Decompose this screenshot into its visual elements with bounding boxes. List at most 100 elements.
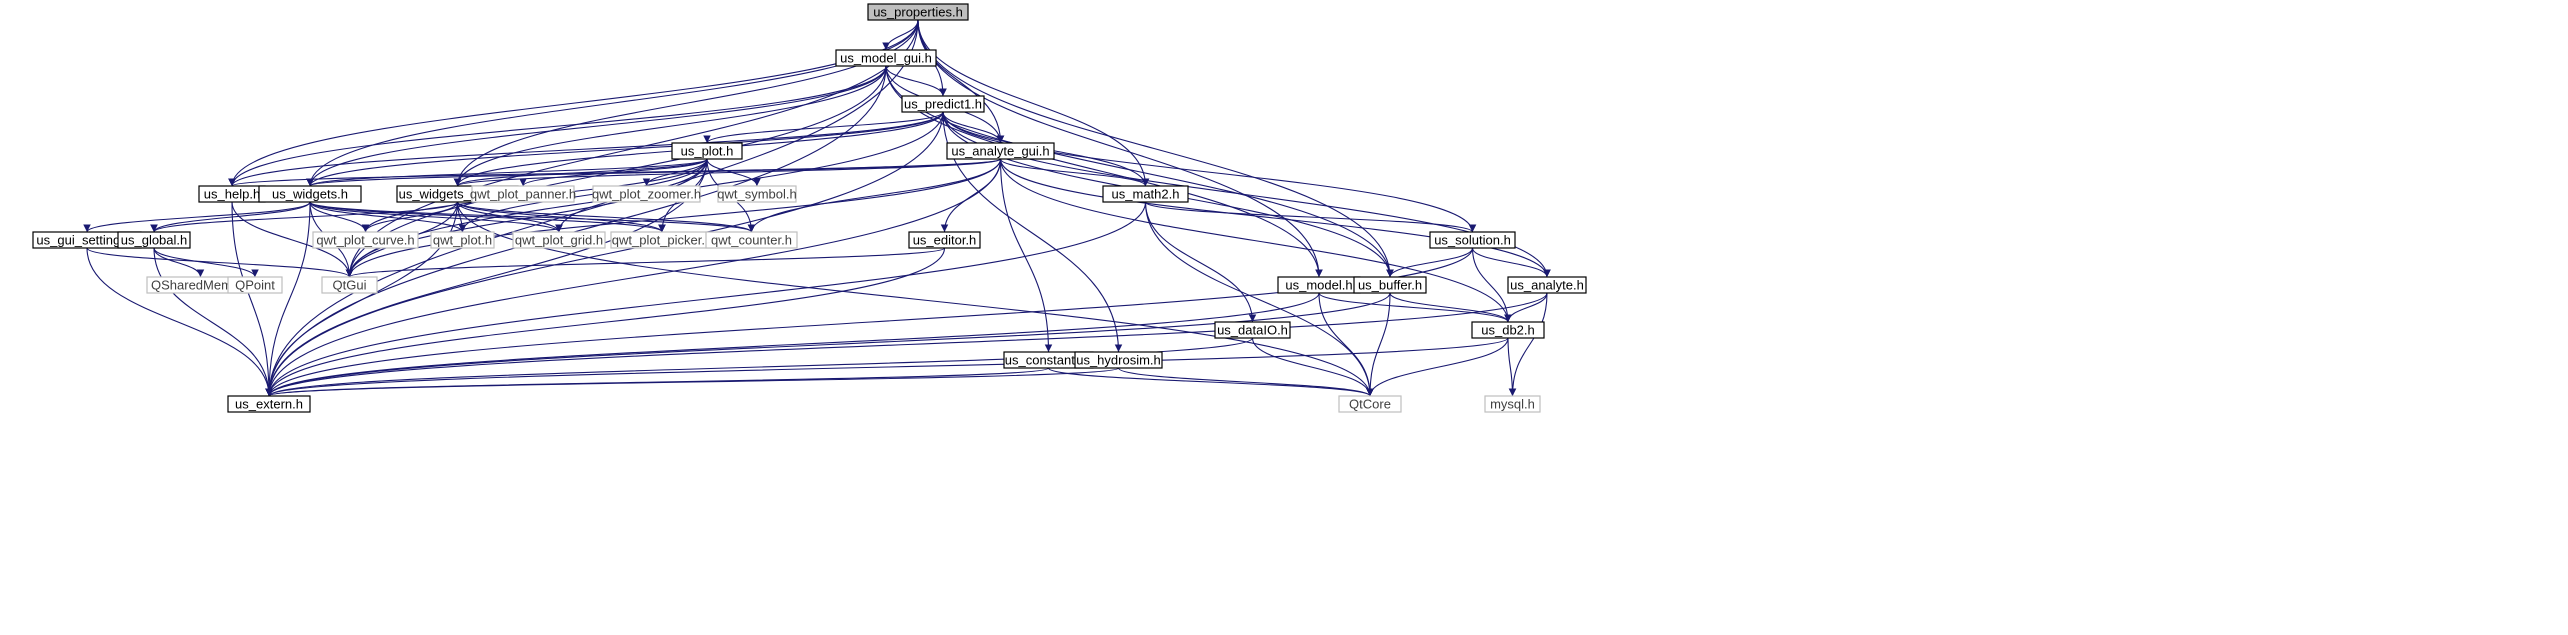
node-us_analyte[interactable]: us_analyte.h xyxy=(1507,276,1587,294)
node-label-mysql: mysql.h xyxy=(1490,397,1535,412)
node-label-us_editor: us_editor.h xyxy=(913,233,977,248)
node-qwt_plot_picker: qwt_plot_picker.h xyxy=(610,231,714,249)
edge-us_hydrosim-to-us_extern xyxy=(265,367,1120,397)
node-label-qtgui: QtGui xyxy=(333,278,367,293)
node-box-us_predict1 xyxy=(901,95,985,113)
node-box-us_properties xyxy=(867,3,969,21)
node-label-us_plot: us_plot.h xyxy=(681,144,734,159)
edge-us_model_gui-to-us_widgets_dialog xyxy=(453,65,887,187)
node-us_widgets[interactable]: us_widgets.h xyxy=(258,185,362,203)
edge-us_db2-to-us_extern xyxy=(265,337,1509,397)
node-box-qwt_plot_grid xyxy=(512,231,606,249)
edge-us_plot-to-us_widgets xyxy=(306,158,708,187)
node-label-us_math2: us_math2.h xyxy=(1112,187,1180,202)
edge-us_model-to-us_db2 xyxy=(1318,292,1512,323)
edge-us_analyte_gui-to-us_widgets xyxy=(306,158,1002,187)
node-qwt_symbol: qwt_symbol.h xyxy=(717,185,797,203)
node-us_buffer[interactable]: us_buffer.h xyxy=(1353,276,1427,294)
node-label-qwt_symbol: qwt_symbol.h xyxy=(717,187,796,202)
node-label-us_hydrosim: us_hydrosim.h xyxy=(1076,353,1161,368)
node-label-us_solution: us_solution.h xyxy=(1434,233,1511,248)
edge-us_solution-to-us_analyte xyxy=(1471,247,1551,278)
edge-us_analyte_gui-to-us_widgets_dialog xyxy=(453,158,1002,187)
node-qtcore: QtCore xyxy=(1338,395,1402,413)
edge-us_widgets_dialog-to-qwt_plot_curve xyxy=(361,201,459,233)
edge-us_widgets-to-qwt_plot_grid xyxy=(309,201,563,233)
edge-us_properties-to-us_widgets xyxy=(306,19,919,187)
edge-layer xyxy=(83,19,1551,397)
edge-us_buffer-to-us_db2 xyxy=(1389,292,1512,323)
node-us_help[interactable]: us_help.h xyxy=(198,185,266,203)
edge-us_analyte_gui-to-us_math2 xyxy=(999,158,1150,187)
edge-us_global-to-qshared xyxy=(153,247,205,278)
node-label-qwt_plot_panner: qwt_plot_panner.h xyxy=(470,187,576,202)
node-layer: us_properties.h us_model_gui.h us_predict1… xyxy=(32,3,1587,413)
node-label-qwt_plot_picker: qwt_plot_picker.h xyxy=(612,233,712,248)
node-us_db2[interactable]: us_db2.h xyxy=(1471,321,1545,339)
node-box-us_model_gui xyxy=(835,49,937,67)
node-label-qwt_plot_grid: qwt_plot_grid.h xyxy=(515,233,603,248)
edge-us_widgets-to-qwt_plot xyxy=(309,201,467,233)
edge-us_buffer-to-qtcore xyxy=(1366,292,1391,397)
node-qwt_plot_zoomer: qwt_plot_zoomer.h xyxy=(592,185,701,203)
node-us_analyte_gui[interactable]: us_analyte_gui.h xyxy=(946,142,1055,160)
edge-us_properties-to-us_math2 xyxy=(917,19,1150,187)
node-us_plot[interactable]: us_plot.h xyxy=(671,142,743,160)
edge-us_properties-to-us_model xyxy=(917,19,1323,278)
node-label-us_analyte_gui: us_analyte_gui.h xyxy=(951,144,1049,159)
node-label-us_analyte: us_analyte.h xyxy=(1510,278,1584,293)
edge-us_predict1-to-us_analyte xyxy=(942,111,1551,278)
edge-us_db2-to-qtcore xyxy=(1366,337,1509,397)
node-us_model[interactable]: us_model.h xyxy=(1277,276,1361,294)
node-label-us_predict1: us_predict1.h xyxy=(904,97,982,112)
edge-us_plot-to-us_extern xyxy=(265,158,708,397)
node-us_gui_settings[interactable]: us_gui_settings.h xyxy=(32,231,142,249)
edge-us_buffer-to-us_extern xyxy=(265,292,1391,397)
node-us_math2[interactable]: us_math2.h xyxy=(1102,185,1189,203)
node-label-us_model: us_model.h xyxy=(1285,278,1352,293)
node-box-us_dataio xyxy=(1214,321,1291,339)
node-qwt_plot_panner: qwt_plot_panner.h xyxy=(470,185,576,203)
edge-us_widgets-to-qwt_counter xyxy=(309,201,756,233)
node-us_predict1[interactable]: us_predict1.h xyxy=(901,95,985,113)
node-us_hydrosim[interactable]: us_hydrosim.h xyxy=(1074,351,1163,369)
node-us_properties[interactable]: us_properties.h xyxy=(867,3,969,21)
node-box-mysql xyxy=(1484,395,1541,413)
node-box-qtcore xyxy=(1338,395,1402,413)
node-us_extern[interactable]: us_extern.h xyxy=(227,395,311,413)
edge-us_plot-to-qtgui xyxy=(345,158,708,278)
edge-us_analyte_gui-to-us_extern xyxy=(265,158,1002,397)
node-qshared: QSharedMemory xyxy=(146,276,255,294)
edge-us_widgets-to-us_gui_settings xyxy=(83,201,311,233)
edge-us_model_gui-to-us_help xyxy=(228,65,887,187)
edge-us_constants-to-qtcore xyxy=(1047,367,1374,397)
edge-us_analyte_gui-to-us_db2 xyxy=(999,158,1512,323)
node-label-qwt_counter: qwt_counter.h xyxy=(711,233,792,248)
node-box-qpoint xyxy=(227,276,283,294)
node-qpoint: QPoint xyxy=(227,276,283,294)
edge-us_predict1-to-us_solution xyxy=(942,111,1477,233)
node-qtgui: QtGui xyxy=(321,276,378,294)
node-box-us_db2 xyxy=(1471,321,1545,339)
node-label-us_buffer: us_buffer.h xyxy=(1358,278,1422,293)
edge-us_math2-to-us_dataio xyxy=(1144,201,1257,323)
node-us_model_gui[interactable]: us_model_gui.h xyxy=(835,49,937,67)
node-us_global[interactable]: us_global.h xyxy=(117,231,191,249)
node-label-us_gui_settings: us_gui_settings.h xyxy=(36,233,137,248)
node-label-us_db2: us_db2.h xyxy=(1481,323,1535,338)
edge-us_properties-to-us_analyte_gui xyxy=(917,19,1005,144)
node-us_solution[interactable]: us_solution.h xyxy=(1429,231,1516,249)
edge-us_predict1-to-us_extern xyxy=(265,111,944,397)
edge-us_global-to-us_extern xyxy=(153,247,273,397)
node-box-us_editor xyxy=(908,231,981,249)
node-us_dataio[interactable]: us_dataIO.h xyxy=(1214,321,1291,339)
edge-us_dataio-to-qtcore xyxy=(1251,337,1374,397)
edge-us_plot-to-us_widgets_dialog xyxy=(453,158,708,187)
edge-us_global-to-qpoint xyxy=(153,247,259,278)
node-label-qpoint: QPoint xyxy=(235,278,275,293)
edge-us_editor-to-us_extern xyxy=(265,247,946,397)
edge-us_predict1-to-us_help xyxy=(228,111,944,187)
edge-us_solution-to-us_db2 xyxy=(1471,247,1512,323)
edge-us_widgets-to-qwt_plot_picker xyxy=(309,201,666,233)
node-us_editor[interactable]: us_editor.h xyxy=(908,231,981,249)
